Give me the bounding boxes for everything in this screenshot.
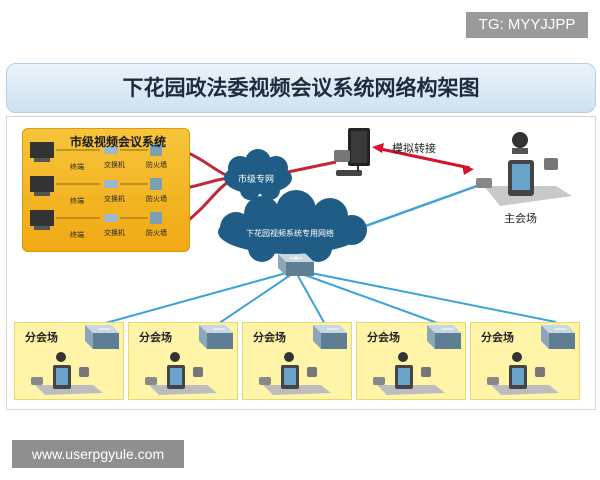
row1-firewall-label: 防火墙 [146,161,167,169]
analog-arrow-head-right [462,165,474,175]
link-router-to-branch-1 [101,271,291,325]
analog-arrow-head-left [372,143,384,153]
diagram-title: 下花园政法委视频会议系统网络构架图 [122,75,480,100]
terminal-monitor [334,128,370,176]
district-private-cloud-label: 下花园视频系统专用网络 [246,229,334,238]
branch-venue-equipment [31,325,119,395]
city-system-title: 市级视频会议系统 [70,135,167,149]
row1-switch-label: 交换机 [104,161,125,169]
main-venue-equipment [476,132,572,206]
branch-venue-equipment [145,325,233,395]
branch-venue-label: 分会场 [139,331,172,344]
branch-venue-label: 分会场 [367,331,400,344]
row2-firewall-label: 防火墙 [146,195,167,203]
row3-terminal-label: 终端 [70,231,84,239]
analog-link-arrow [375,146,471,170]
city-private-cloud-label: 市级专网 [238,175,275,185]
branch-venue-2: 分会场 [128,322,238,400]
central-router [278,254,314,276]
district-private-cloud [218,190,367,262]
row2-switch-label: 交换机 [104,195,125,203]
row3-firewall-label: 防火墙 [146,229,167,237]
link-router-to-branch-3 [297,275,327,327]
branch-venue-3: 分会场 [242,322,352,400]
analog-link-label: 模拟转接 [392,142,436,155]
branch-venue-equipment [487,325,575,395]
link-router-to-branch-4 [301,273,441,325]
site-watermark: www.userpgyule.com [12,440,184,468]
main-venue-label: 主会场 [504,212,537,225]
branch-venue-label: 分会场 [253,331,286,344]
branch-venue-label: 分会场 [481,331,514,344]
row2-terminal-label: 终端 [70,197,84,205]
row1-terminal-label: 终端 [70,163,84,171]
branch-venue-equipment [373,325,461,395]
title-bar: 下花园政法委视频会议系统网络构架图 [6,63,596,113]
link-row1-to-city-cloud [185,150,229,178]
city-private-cloud [224,149,292,200]
link-router-to-branch-5 [305,271,557,323]
branch-venue-label: 分会场 [25,331,58,344]
branch-venue-1: 分会场 [14,322,124,400]
link-router-to-branch-2 [211,273,293,329]
branch-venue-equipment [259,325,347,395]
branch-venue-5: 分会场 [470,322,580,400]
branch-venue-4: 分会场 [356,322,466,400]
row3-switch-label: 交换机 [104,229,125,237]
link-city-cloud-to-terminal [287,160,337,174]
link-district-cloud-to-main [359,180,489,230]
tg-badge: TG: MYYJJPP [466,12,588,38]
link-row3-to-city-cloud [185,180,229,224]
